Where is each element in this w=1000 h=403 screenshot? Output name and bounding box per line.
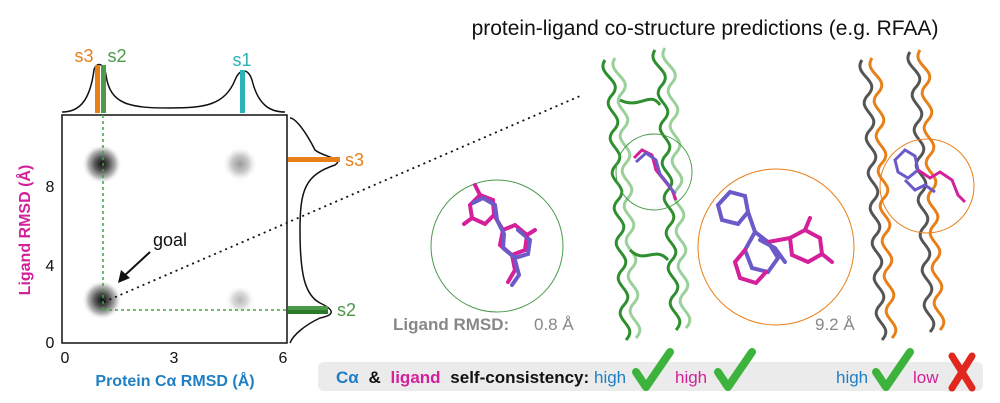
- top-marginal-curve: [61, 63, 286, 113]
- label-amp: &: [368, 368, 380, 387]
- good-ligand-zoom: [462, 183, 537, 287]
- ytick-0: 0: [46, 335, 55, 352]
- bad-prediction: [697, 49, 975, 342]
- bad-binding-ligand: [893, 148, 967, 204]
- rmsd-label: Ligand RMSD:: [393, 315, 509, 334]
- blob-bottom-left: [82, 280, 122, 320]
- bad-protein-helices: [858, 49, 946, 342]
- bad-ca-consistency: high: [836, 368, 868, 387]
- top-bar-s2: [101, 65, 106, 113]
- xtick-0: 0: [61, 350, 70, 367]
- zoom-connector: [103, 95, 581, 303]
- right-bar-s3: [288, 157, 340, 162]
- figure-title: protein-ligand co-structure predictions …: [472, 17, 939, 40]
- bad-zoom-circle: [697, 168, 855, 326]
- ytick-4: 4: [46, 258, 55, 275]
- xtick-3: 3: [170, 350, 179, 367]
- right-bar-s2-light: [288, 306, 328, 310]
- rmsd-good-value: 0.8 Å: [534, 315, 574, 334]
- x-axis-label: Protein Cα RMSD (Å): [95, 371, 254, 390]
- good-binding-site-circle: [615, 133, 693, 211]
- check-icon-good-ca: [632, 348, 674, 391]
- right-label-s2: s2: [337, 300, 356, 320]
- good-ca-consistency: high: [594, 368, 626, 387]
- bad-binding-site-circle: [879, 138, 975, 234]
- top-bar-s3: [95, 65, 100, 113]
- good-prediction: [430, 47, 693, 342]
- bad-ligand-zoom: [715, 189, 834, 286]
- top-label-s2: s2: [107, 46, 126, 66]
- check-icon-good-lig: [714, 348, 756, 391]
- label-rest: self-consistency:: [450, 368, 589, 387]
- goal-arrow: [123, 251, 151, 277]
- blob-top-left: [82, 144, 122, 184]
- good-zoom-circle: [430, 179, 564, 313]
- y-axis-label: Ligand RMSD (Å): [15, 165, 34, 296]
- label-ligand: ligand: [390, 368, 440, 387]
- label-ca: Cα: [336, 368, 359, 387]
- blob-top-right: [222, 146, 258, 182]
- right-bar-s2: [288, 310, 328, 314]
- good-binding-ligand: [632, 148, 678, 201]
- good-lig-consistency: high: [675, 368, 707, 387]
- bad-lig-consistency: low: [913, 368, 939, 387]
- xtick-6: 6: [279, 350, 288, 367]
- top-label-s3: s3: [74, 46, 93, 66]
- right-label-s3: s3: [345, 150, 364, 170]
- goal-label: goal: [153, 230, 187, 250]
- top-label-s1: s1: [232, 50, 251, 70]
- right-marginal-curve: [289, 117, 339, 344]
- ytick-8: 8: [46, 179, 55, 196]
- check-icon-bad-ca: [872, 348, 914, 391]
- cross-icon-bad-lig: [948, 352, 976, 392]
- top-bar-s1: [240, 70, 245, 113]
- good-protein-helices: [601, 47, 692, 342]
- goal-arrowhead: [118, 270, 130, 283]
- rmsd-scatter-plot: s3 s2 s1 goal 8 4 0 0 3 6 Protein Cα RMS…: [15, 46, 364, 390]
- consistency-label: Cα & ligand self-consistency:: [336, 368, 589, 387]
- rmsd-bad-value: 9.2 Å: [815, 315, 855, 334]
- blob-bottom-right: [225, 285, 255, 315]
